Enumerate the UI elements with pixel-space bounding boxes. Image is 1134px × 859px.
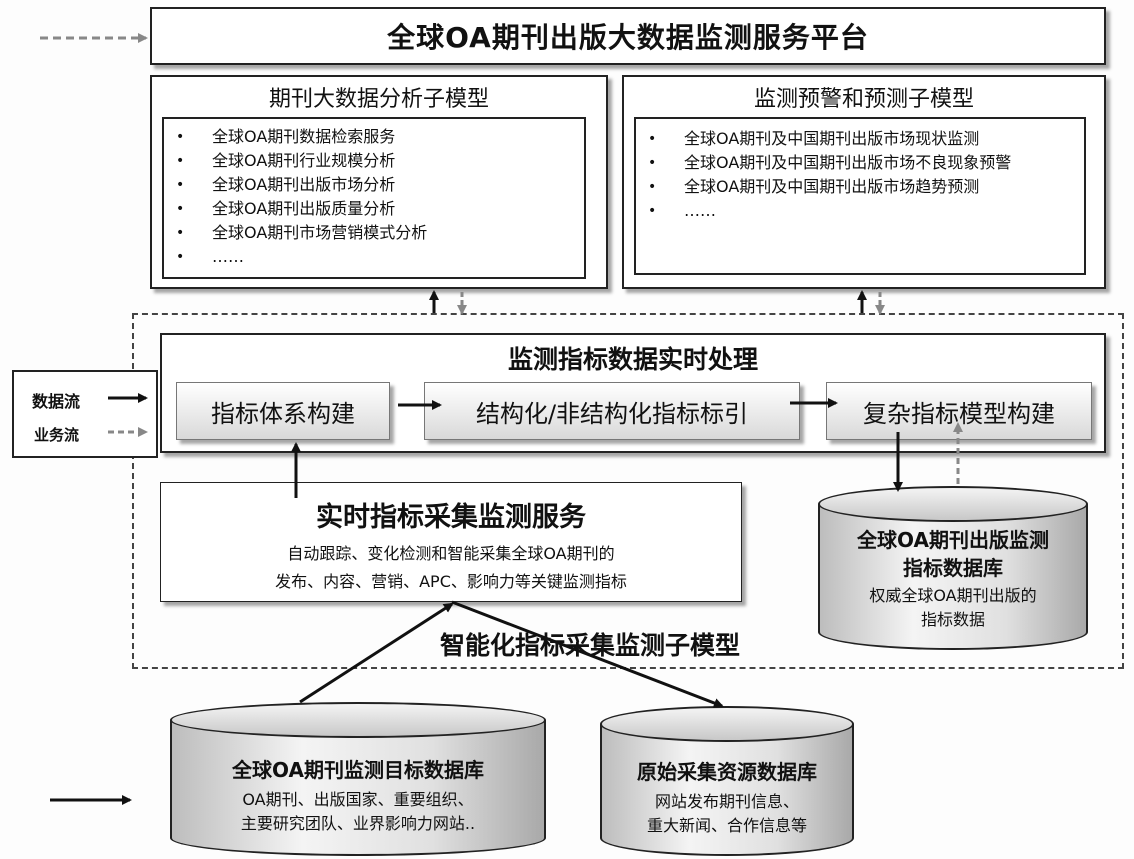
step-complex-model-label: 复杂指标模型构建: [863, 399, 1055, 428]
source-database-top: [600, 706, 854, 742]
collection-submodel-label: 智能化指标采集监测子模型: [440, 631, 741, 660]
collection-service-line2: 发布、内容、营销、APC、影响力等关键监测指标: [275, 572, 627, 591]
warning-item: ……: [636, 199, 1084, 223]
analysis-item: 全球OA期刊出版质量分析: [164, 197, 584, 221]
step-indicator-system-label: 指标体系构建: [211, 399, 355, 428]
source-database-desc-l1: 网站发布期刊信息、: [654, 792, 799, 811]
indicator-database-title-l2: 指标数据库: [903, 556, 1003, 580]
analysis-submodel-title: 期刊大数据分析子模型: [268, 87, 489, 112]
analysis-item: 全球OA期刊数据检索服务: [164, 125, 584, 149]
analysis-list: 全球OA期刊数据检索服务 全球OA期刊行业规模分析 全球OA期刊出版市场分析 全…: [164, 125, 584, 269]
legend-business-flow-label: 业务流: [34, 426, 80, 444]
target-database-top: [170, 702, 546, 738]
realtime-processing-title: 监测指标数据实时处理: [507, 345, 758, 374]
indicator-database: 全球OA期刊出版监测 指标数据库 权威全球OA期刊出版的 指标数据: [818, 486, 1088, 650]
indicator-database-title-l1: 全球OA期刊出版监测: [857, 528, 1049, 552]
indicator-database-desc-l2: 指标数据: [920, 610, 985, 629]
indicator-database-desc-l1: 权威全球OA期刊出版的: [869, 586, 1037, 605]
analysis-item: ……: [164, 245, 584, 269]
source-database: 原始采集资源数据库 网站发布期刊信息、 重大新闻、合作信息等: [600, 706, 854, 856]
analysis-list-box: 全球OA期刊数据检索服务 全球OA期刊行业规模分析 全球OA期刊出版市场分析 全…: [162, 117, 586, 279]
indicator-database-body: [818, 504, 1088, 650]
analysis-item: 全球OA期刊市场营销模式分析: [164, 221, 584, 245]
target-database-desc-l1: OA期刊、出版国家、重要组织、: [242, 790, 474, 809]
source-database-title: 原始采集资源数据库: [637, 760, 817, 784]
analysis-item: 全球OA期刊出版市场分析: [164, 173, 584, 197]
analysis-submodel-panel: 期刊大数据分析子模型 全球OA期刊数据检索服务 全球OA期刊行业规模分析 全球O…: [150, 75, 608, 289]
warning-list-box: 全球OA期刊及中国期刊出版市场现状监测 全球OA期刊及中国期刊出版市场不良现象预…: [634, 117, 1086, 275]
step-structured-indexing-label: 结构化/非结构化指标标引: [475, 399, 749, 428]
target-database-desc-l2: 主要研究团队、业界影响力网站..: [240, 814, 476, 833]
warning-submodel-title: 监测预警和预测子模型: [753, 87, 974, 112]
step-structured-indexing: 结构化/非结构化指标标引: [424, 382, 800, 440]
platform-banner: 全球OA期刊出版大数据监测服务平台: [150, 7, 1106, 65]
warning-item: 全球OA期刊及中国期刊出版市场趋势预测: [636, 175, 1084, 199]
platform-title: 全球OA期刊出版大数据监测服务平台: [387, 21, 869, 54]
target-database-body: [170, 720, 546, 856]
target-database: 全球OA期刊监测目标数据库 OA期刊、出版国家、重要组织、 主要研究团队、业界影…: [170, 702, 546, 856]
collection-service-line1: 自动跟踪、变化检测和智能采集全球OA期刊的: [287, 544, 615, 563]
legend-data-flow-label: 数据流: [32, 392, 81, 411]
indicator-database-top: [818, 486, 1088, 522]
source-database-body: [600, 724, 854, 856]
step-complex-model: 复杂指标模型构建: [826, 382, 1092, 440]
analysis-item: 全球OA期刊行业规模分析: [164, 149, 584, 173]
step-indicator-system: 指标体系构建: [176, 382, 390, 440]
collection-service-panel: 实时指标采集监测服务 自动跟踪、变化检测和智能采集全球OA期刊的 发布、内容、营…: [160, 482, 742, 602]
warning-item: 全球OA期刊及中国期刊出版市场不良现象预警: [636, 151, 1084, 175]
collection-service-title: 实时指标采集监测服务: [316, 502, 586, 533]
source-database-desc-l2: 重大新闻、合作信息等: [646, 816, 807, 835]
warning-submodel-panel: 监测预警和预测子模型 全球OA期刊及中国期刊出版市场现状监测 全球OA期刊及中国…: [622, 75, 1106, 289]
warning-list: 全球OA期刊及中国期刊出版市场现状监测 全球OA期刊及中国期刊出版市场不良现象预…: [636, 127, 1084, 223]
warning-item: 全球OA期刊及中国期刊出版市场现状监测: [636, 127, 1084, 151]
target-database-title: 全球OA期刊监测目标数据库: [232, 758, 484, 782]
flow-legend: 数据流 业务流: [12, 370, 158, 458]
